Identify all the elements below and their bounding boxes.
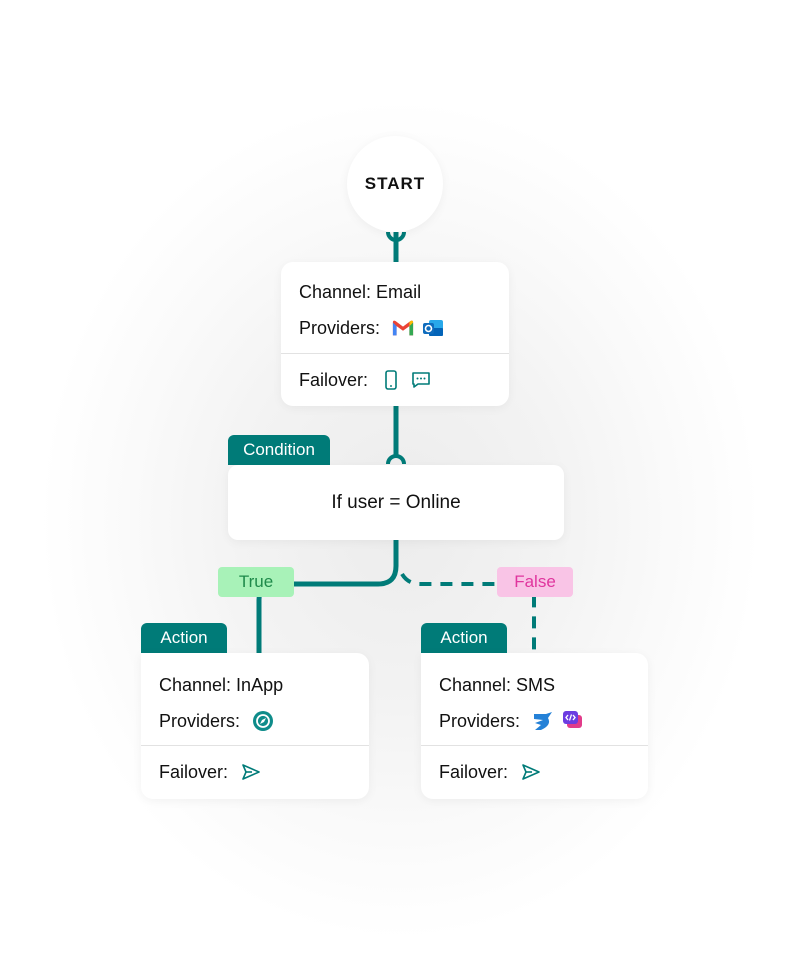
email-failover-label: Failover: [299, 369, 369, 390]
connector-knob-condition [386, 454, 406, 465]
send-icon [520, 761, 542, 783]
sms-bubble-icon [410, 369, 432, 391]
true-badge-label: True [238, 572, 274, 591]
outlook-icon [422, 317, 444, 339]
start-label: START [364, 174, 426, 193]
false-badge: False [497, 567, 573, 597]
inapp-action-tag-label: Action [160, 628, 208, 647]
sms-action-card[interactable]: Channel: SMS Providers: [421, 653, 648, 799]
inapp-providers-label: Providers: [159, 710, 241, 731]
connector-true-branch [256, 540, 399, 655]
condition-expression: If user = Online [331, 491, 461, 513]
sms-failover-label: Failover: [439, 761, 509, 782]
false-badge-label: False [514, 572, 556, 591]
inapp-channel-text: Channel: InApp [159, 675, 284, 695]
compass-icon [252, 710, 274, 732]
condition-node[interactable]: If user = Online [228, 465, 564, 540]
condition-tag: Condition [228, 435, 330, 465]
inapp-action-tag: Action [141, 623, 227, 653]
sms-action-tag-label: Action [440, 628, 488, 647]
email-providers-label: Providers: [299, 317, 381, 338]
sms-channel-text: Channel: SMS [439, 675, 556, 695]
gmail-icon [392, 317, 414, 339]
mobile-phone-icon [380, 369, 402, 391]
connector-false-branch [400, 572, 536, 655]
start-node[interactable]: START [347, 136, 443, 232]
true-badge: True [218, 567, 294, 597]
code-chat-icon [562, 710, 584, 732]
condition-tag-label: Condition [243, 440, 315, 459]
messagebird-icon [532, 710, 554, 732]
sms-providers-label: Providers: [439, 710, 521, 731]
connector-knob-top [386, 231, 406, 242]
email-step-card[interactable]: Channel: Email Providers: [281, 262, 509, 406]
email-channel-text: Channel: Email [299, 282, 422, 302]
inapp-failover-label: Failover: [159, 761, 229, 782]
sms-action-tag: Action [421, 623, 507, 653]
send-icon [240, 761, 262, 783]
inapp-action-card[interactable]: Channel: InApp Providers: Failover: [141, 653, 369, 799]
